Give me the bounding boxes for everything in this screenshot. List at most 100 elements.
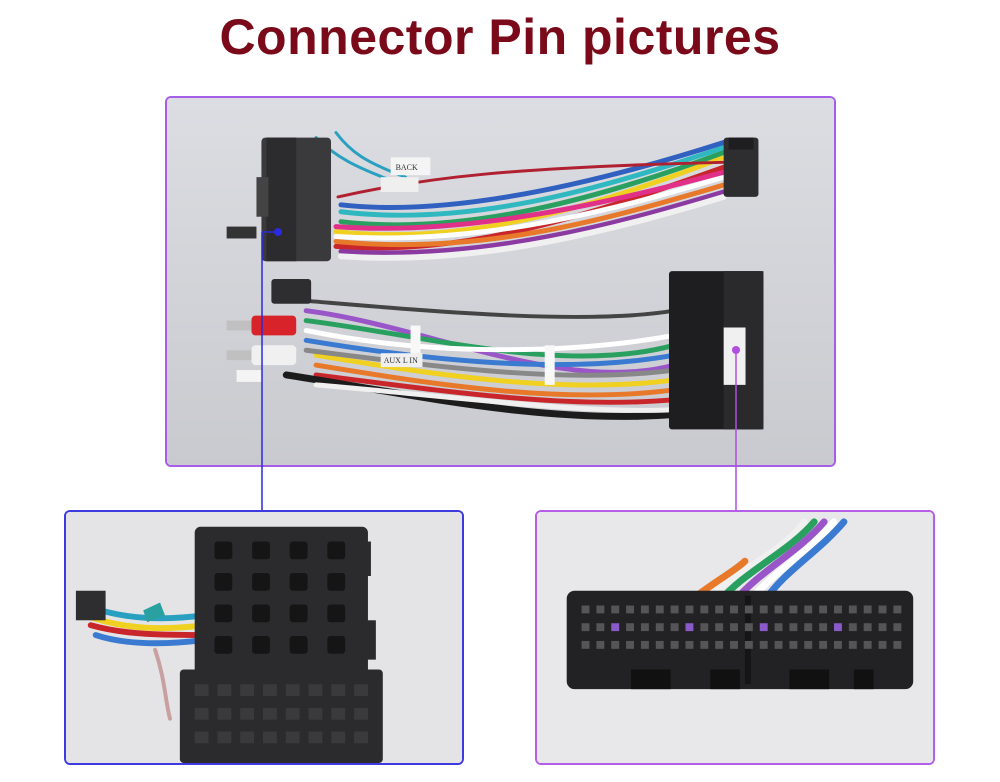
iso-slot	[263, 684, 277, 697]
iso-slot	[308, 731, 323, 744]
large-pin	[819, 623, 828, 632]
large-pin	[730, 605, 738, 614]
large-pin	[819, 605, 828, 614]
iso-slot	[285, 684, 300, 697]
large-pin	[774, 623, 783, 632]
large-pin	[640, 623, 649, 632]
iso-slot	[354, 684, 368, 697]
large-pin-grid	[581, 605, 902, 649]
iso-pin	[252, 541, 270, 560]
large-pin	[893, 640, 902, 649]
iso-pin	[289, 604, 308, 623]
large-connector-closeup	[537, 512, 933, 763]
large-pin	[878, 623, 887, 632]
large-pin	[611, 623, 620, 632]
large-pin	[670, 623, 679, 632]
large-pin	[611, 605, 620, 614]
iso-slot	[308, 684, 323, 697]
back-tag-label: BACK	[396, 163, 418, 172]
harness-photo-panel: BACK AUX	[165, 96, 836, 467]
back-tag-sub	[380, 177, 419, 192]
large-pin	[848, 640, 857, 649]
large-pin	[581, 605, 590, 614]
iso-pin	[289, 573, 308, 591]
large-pin	[655, 623, 664, 632]
large-pin	[596, 623, 605, 632]
large-pin	[685, 640, 694, 649]
iso-slot	[285, 707, 300, 720]
iso-slot	[308, 707, 323, 720]
large-pin	[804, 623, 813, 632]
large-connector-closeup-panel	[535, 510, 935, 765]
large-pin	[804, 605, 813, 614]
iso-slot	[331, 684, 346, 697]
iso-slot	[354, 707, 368, 720]
large-connector-bottom	[668, 271, 764, 430]
iso-pin	[252, 573, 270, 591]
iso-pin	[289, 636, 308, 654]
iso-slot	[285, 731, 300, 744]
large-pin	[626, 605, 635, 614]
cable-tie-right	[544, 345, 555, 385]
iso-pin	[214, 636, 233, 654]
iso-connector-closeup	[66, 512, 462, 763]
large-pin	[626, 640, 635, 649]
large-pin	[834, 640, 842, 649]
cable-tie-left	[410, 325, 421, 366]
large-pin	[789, 623, 798, 632]
iso-slot	[217, 707, 232, 720]
iso-pin	[214, 573, 233, 591]
large-pin	[804, 640, 813, 649]
large-pin	[581, 640, 590, 649]
large-pin	[640, 640, 649, 649]
large-pin	[700, 640, 709, 649]
aux-tag	[380, 353, 423, 368]
large-pin	[789, 640, 798, 649]
large-pin	[744, 605, 753, 614]
large-pin	[744, 640, 753, 649]
iso-pin	[327, 573, 346, 591]
large-pin	[685, 605, 694, 614]
large-pin	[670, 640, 679, 649]
large-pin	[774, 640, 783, 649]
iso-pin-grid	[214, 541, 346, 654]
large-pin	[730, 623, 738, 632]
iso-slot	[217, 731, 232, 744]
large-pin	[596, 605, 605, 614]
iso-pin	[252, 636, 270, 654]
large-pin	[863, 640, 872, 649]
large-pin	[611, 640, 620, 649]
large-pin	[834, 605, 842, 614]
iso-pin	[327, 604, 346, 623]
iso-pin	[327, 541, 346, 560]
iso-pin	[214, 604, 233, 623]
large-pin	[819, 640, 828, 649]
iso-slot	[240, 684, 255, 697]
iso-slot	[240, 731, 255, 744]
large-pin	[759, 640, 768, 649]
large-pin	[655, 640, 664, 649]
iso-slot	[217, 684, 232, 697]
iso-slot	[331, 707, 346, 720]
iso-pin	[252, 604, 270, 623]
large-pin	[685, 623, 694, 632]
harness-photo: BACK AUX	[167, 98, 834, 465]
iso-slot	[331, 731, 346, 744]
large-pin	[700, 605, 709, 614]
large-pin	[893, 623, 902, 632]
large-pin	[789, 605, 798, 614]
iso-slot	[354, 731, 368, 744]
iso-slot	[263, 731, 277, 744]
iso-slot	[240, 707, 255, 720]
large-pin	[863, 605, 872, 614]
large-pin	[848, 605, 857, 614]
iso-slot	[194, 684, 209, 697]
large-pin	[774, 605, 783, 614]
back-tag	[390, 157, 431, 176]
iso-slot	[263, 707, 277, 720]
bottom-harness-wires	[282, 298, 678, 420]
large-pin	[863, 623, 872, 632]
large-pin	[834, 623, 842, 632]
iso-pin	[289, 541, 308, 560]
large-pin	[759, 605, 768, 614]
